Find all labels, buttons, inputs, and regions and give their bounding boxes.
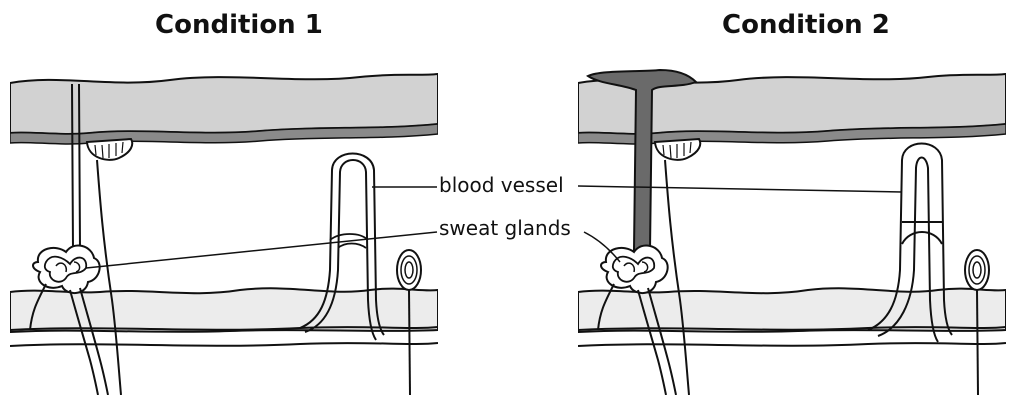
fat-layer (10, 288, 438, 332)
papilla (87, 139, 132, 160)
leader-blood-vessel-right (578, 186, 902, 192)
epidermis-layer (10, 74, 438, 134)
leader-sweat-glands-left (86, 232, 437, 268)
fat-layer (578, 288, 1006, 332)
condition-1-panel (10, 74, 438, 395)
papilla (655, 139, 700, 160)
blood-vessel-label: blood vessel (439, 173, 564, 197)
condition-2-panel (578, 70, 1006, 395)
sweat-glands-label: sweat glands (439, 216, 571, 240)
